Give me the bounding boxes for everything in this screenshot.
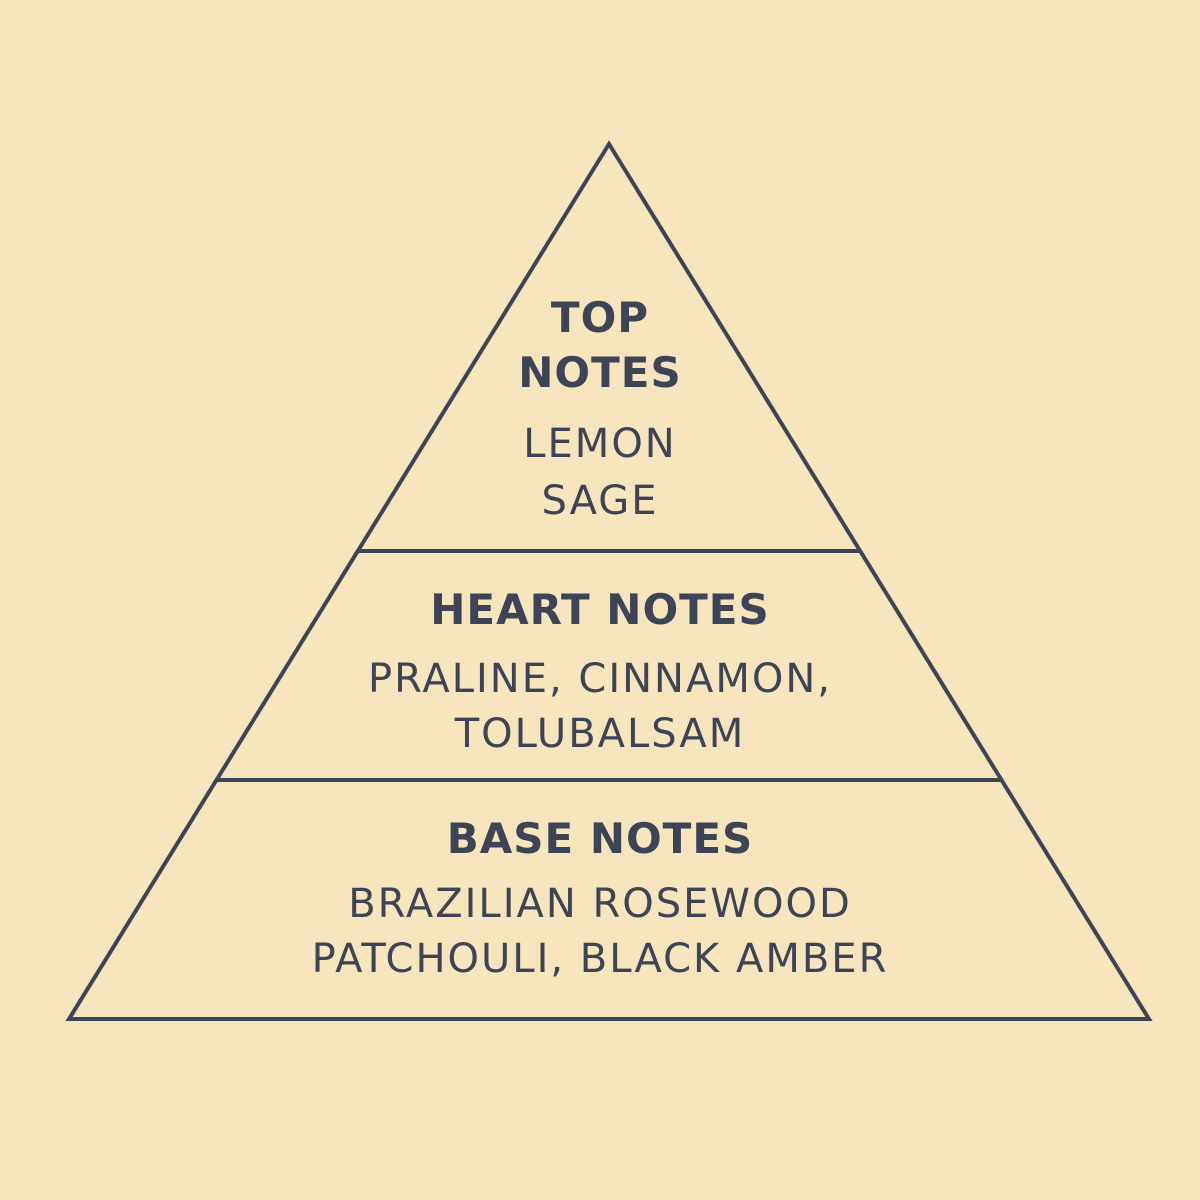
heart-notes-line-1: PRALINE, CINNAMON,	[368, 656, 832, 702]
pyramid-triangle	[65, 140, 1153, 1021]
heart-notes-line-2: TOLUBALSAM	[454, 711, 746, 757]
top-notes-item-2: SAGE	[541, 478, 659, 524]
heart-notes-heading: HEART NOTES	[430, 585, 770, 634]
top-notes-heading-line1: TOP	[550, 293, 650, 342]
base-notes-line-2: PATCHOULI, BLACK AMBER	[311, 936, 889, 982]
base-notes-line-1: BRAZILIAN ROSEWOOD	[348, 881, 852, 927]
top-notes-item-1: LEMON	[523, 421, 677, 467]
top-notes-heading-line2: NOTES	[518, 348, 682, 397]
base-notes-heading: BASE NOTES	[446, 814, 754, 863]
